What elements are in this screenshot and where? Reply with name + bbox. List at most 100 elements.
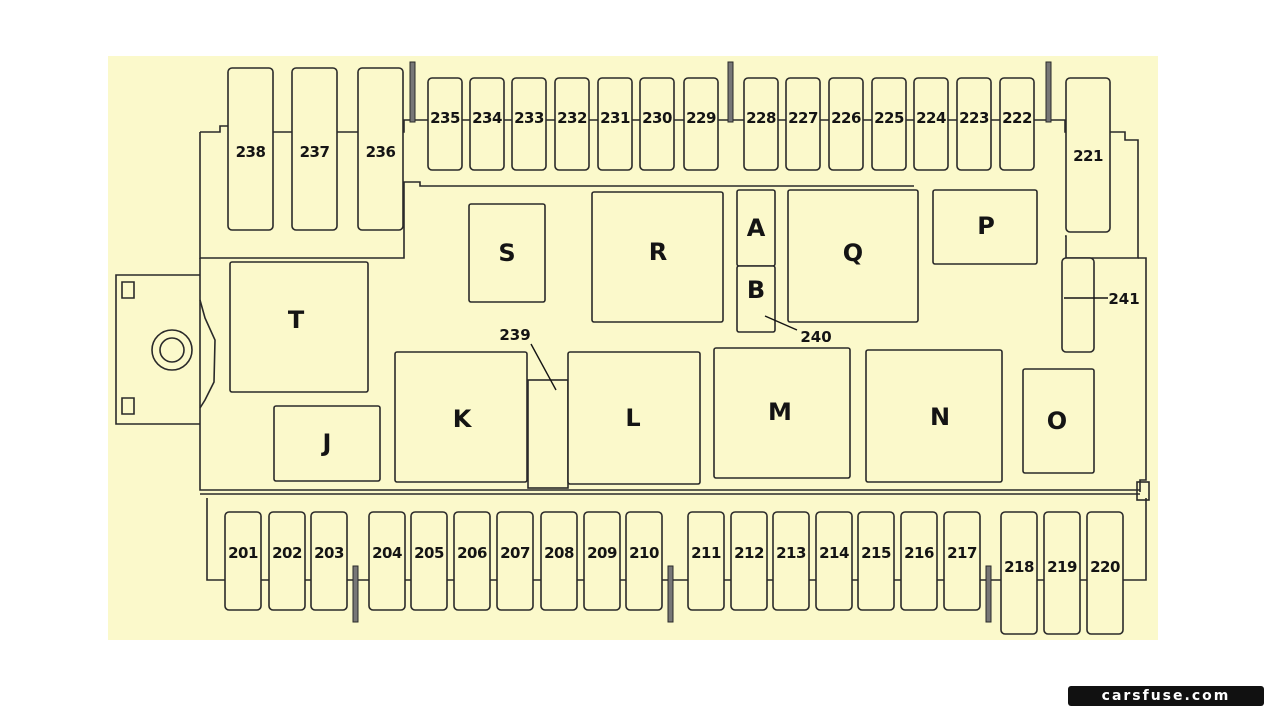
- fuse-241: [1061, 257, 1095, 353]
- fuse-226: 226: [828, 77, 864, 171]
- top-fuses-large: 238 237 236: [227, 67, 404, 231]
- fuse-226-label: 226: [831, 109, 861, 127]
- relay-p-body: [932, 189, 1038, 265]
- fuse-214-body: [815, 511, 853, 611]
- fuse-238: 238: [227, 67, 274, 231]
- fuse-205-label: 205: [414, 544, 444, 562]
- relay-j-body: [273, 405, 381, 482]
- bottom-fuses-tall: 218 219 220: [1000, 511, 1124, 635]
- fuse-230-label: 230: [642, 109, 672, 127]
- fuse-209-label: 209: [587, 544, 617, 562]
- fuse-218-body: [1000, 511, 1038, 635]
- relay-t: T: [229, 261, 369, 393]
- relay-q-body: [787, 189, 919, 323]
- relay-l: L: [567, 351, 701, 485]
- relay-r: R: [591, 191, 724, 323]
- fuse-201-label: 201: [228, 544, 258, 562]
- relay-k-label: K: [453, 405, 473, 433]
- relay-t-label: T: [288, 306, 305, 334]
- fuse-227-body: [785, 77, 821, 171]
- fuse-216: 216: [900, 511, 938, 611]
- fuse-204: 204: [368, 511, 406, 611]
- fuse-213-label: 213: [776, 544, 806, 562]
- fuse-212-body: [730, 511, 768, 611]
- fuse-237: 237: [291, 67, 338, 231]
- relay-b-label: B: [747, 276, 765, 304]
- fuse-203: 203: [310, 511, 348, 611]
- fuse-225-body: [871, 77, 907, 171]
- relay-n-label: N: [930, 403, 950, 431]
- fuse-208-body: [540, 511, 578, 611]
- annotation-241-label: 241: [1108, 290, 1139, 308]
- fuse-214: 214: [815, 511, 853, 611]
- fuse-205: 205: [410, 511, 448, 611]
- fuse-219-body: [1043, 511, 1081, 635]
- fuse-211-label: 211: [691, 544, 721, 562]
- fuse-210-label: 210: [629, 544, 659, 562]
- relay-m-label: M: [768, 398, 792, 426]
- fuse-228-body: [743, 77, 779, 171]
- fuse-238-body: [227, 67, 274, 231]
- fuse-224-label: 224: [916, 109, 946, 127]
- relay-q-label: Q: [843, 239, 863, 267]
- fuse-211: 211: [687, 511, 725, 611]
- fuse-206: 206: [453, 511, 491, 611]
- fuse-208: 208: [540, 511, 578, 611]
- fuse-223: 223: [956, 77, 992, 171]
- fuse-206-body: [453, 511, 491, 611]
- relay-o-body: [1022, 368, 1095, 474]
- fuse-235-body: [427, 77, 463, 171]
- relay-s: S: [468, 203, 546, 303]
- relay-a-label: A: [747, 214, 766, 242]
- fuse-228-label: 228: [746, 109, 776, 127]
- fuse-202: 202: [268, 511, 306, 611]
- fuse-220-label: 220: [1090, 558, 1120, 576]
- fuse-205-body: [410, 511, 448, 611]
- fuse-229: 229: [683, 77, 719, 171]
- relay-m: M: [713, 347, 851, 479]
- fuse-213: 213: [772, 511, 810, 611]
- fuse-210: 210: [625, 511, 663, 611]
- fuse-233-body: [511, 77, 547, 171]
- fuse-230-body: [639, 77, 675, 171]
- relay-n-body: [865, 349, 1003, 483]
- fuse-231-body: [597, 77, 633, 171]
- terminal-posts: [352, 61, 1052, 623]
- fuse-225-label: 225: [874, 109, 904, 127]
- relay-j-label: J: [321, 429, 332, 457]
- relay-n: N: [865, 349, 1003, 483]
- relay-o: O: [1022, 368, 1095, 474]
- fuse-220: 220: [1086, 511, 1124, 635]
- fuse-218-label: 218: [1004, 558, 1034, 576]
- fuse-219: 219: [1043, 511, 1081, 635]
- fuse-221-label: 221: [1073, 147, 1103, 165]
- fuse-237-label: 237: [300, 143, 330, 161]
- fuse-232-label: 232: [557, 109, 587, 127]
- watermark-logo: carsfuse.com: [1068, 686, 1264, 706]
- fuse-204-body: [368, 511, 406, 611]
- relay-s-body: [468, 203, 546, 303]
- fuse-202-body: [268, 511, 306, 611]
- fuse-210-body: [625, 511, 663, 611]
- fuse-238-label: 238: [236, 143, 266, 161]
- fuse-box-outline: [115, 119, 1150, 581]
- fuse-213-body: [772, 511, 810, 611]
- fuse-236-label: 236: [366, 143, 396, 161]
- fuse-206-label: 206: [457, 544, 487, 562]
- fuse-207-body: [496, 511, 534, 611]
- fuse-217-label: 217: [947, 544, 977, 562]
- fuse-221-body: [1065, 77, 1111, 233]
- fuse-217-body: [943, 511, 981, 611]
- fuse-236-body: [357, 67, 404, 231]
- fuse-229-label: 229: [686, 109, 716, 127]
- relay-r-label: R: [649, 238, 667, 266]
- fuse-207: 207: [496, 511, 534, 611]
- fuse-237-body: [291, 67, 338, 231]
- annotation-240-label: 240: [800, 328, 831, 346]
- fuse-201-body: [224, 511, 262, 611]
- fuse-241-body: [1061, 257, 1095, 353]
- relay-p-label: P: [977, 212, 995, 240]
- relay-q: Q: [787, 189, 919, 323]
